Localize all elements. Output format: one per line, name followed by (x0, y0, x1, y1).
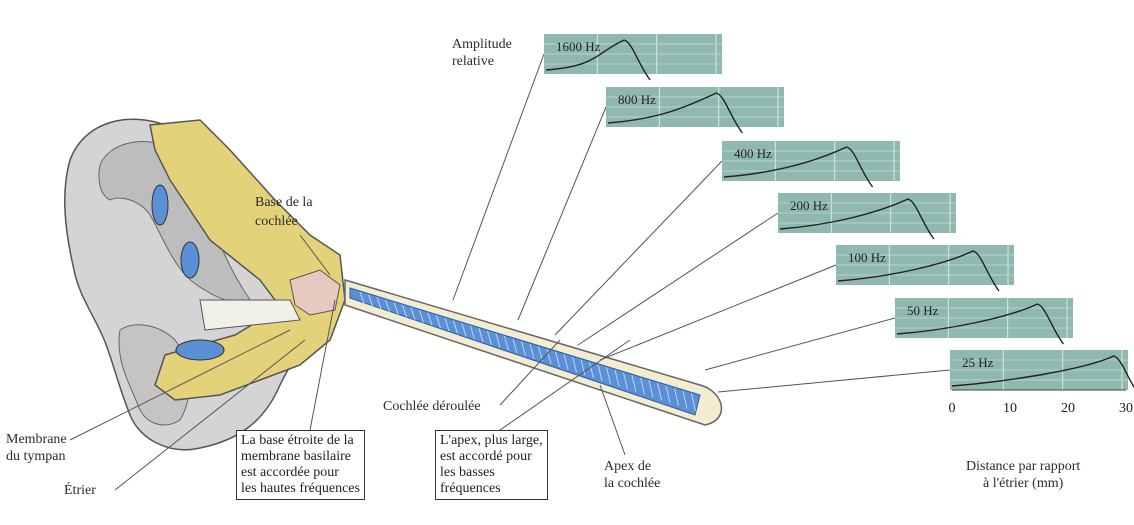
leader-line (600, 265, 836, 360)
frequency-panel: 25 Hz (950, 350, 1134, 396)
eardrum-label: Membrane du tympan (6, 431, 67, 465)
amplitude-label-line: Amplitude (452, 36, 512, 53)
frequency-label: 800 Hz (618, 92, 656, 107)
leader-line (578, 213, 778, 345)
basilar-membrane (350, 288, 700, 415)
wide-box-line: L'apex, plus large, (440, 433, 543, 449)
narrow-box-line: membrane basilaire (241, 449, 360, 465)
narrow-box-line: les hautes fréquences (241, 481, 360, 497)
leader-line (718, 370, 950, 392)
frequency-panel: 50 Hz (895, 298, 1073, 344)
axis-title: Distance par rapport à l'étrier (mm) (966, 458, 1080, 492)
leader-line (453, 54, 544, 300)
narrow-box-line: est accordée pour (241, 465, 360, 481)
apex-label-line: la cochlée (604, 475, 660, 492)
canal-blue-2 (181, 242, 199, 278)
wide-box-line: les basses (440, 465, 543, 481)
amplitude-label: Amplitude relative (452, 36, 512, 70)
axis-tick-label: 20 (1061, 401, 1075, 416)
frequency-label: 200 Hz (790, 198, 828, 213)
apex-label-line: Apex de (604, 458, 660, 475)
unrolled-label-text: Cochlée déroulée (383, 399, 481, 414)
canal-blue-1 (152, 185, 168, 225)
axis-title-line: à l'étrier (mm) (966, 475, 1080, 492)
apex-label: Apex de la cochlée (604, 458, 660, 492)
narrow-base-box: La base étroite de la membrane basilaire… (236, 430, 365, 500)
narrow-box-line: La base étroite de la (241, 433, 360, 449)
distance-axis: 0 10 20 30 (949, 390, 1134, 416)
eardrum-label-line: Membrane (6, 431, 67, 448)
frequency-panel: 400 Hz (722, 141, 900, 187)
unrolled-label: Cochlée déroulée (383, 398, 481, 415)
wide-box-line: fréquences (440, 481, 543, 497)
frequency-label: 100 Hz (848, 250, 886, 265)
frequency-panel: 800 Hz (606, 87, 784, 133)
base-label-line: Base de la (255, 193, 313, 212)
leader-line (518, 107, 606, 320)
axis-tick-label: 30 (1119, 401, 1133, 416)
axis-tick-label: 10 (1003, 401, 1017, 416)
frequency-panel: 100 Hz (836, 245, 1014, 291)
frequency-panels: 1600 Hz 800 Hz 400 Hz 200 Hz 100 Hz 50 Hz 25 H… (544, 34, 1134, 396)
amplitude-label-line: relative (452, 53, 512, 70)
frequency-label: 1600 Hz (556, 39, 601, 54)
frequency-label: 400 Hz (734, 146, 772, 161)
leader-line (705, 318, 895, 370)
frequency-panel: 200 Hz (778, 193, 956, 239)
base-label: Base de la cochlée (255, 193, 313, 231)
stirrup-label-text: Étrier (64, 483, 96, 498)
wide-box-line: est accordé pour (440, 449, 543, 465)
axis-tick-label: 0 (949, 401, 956, 416)
axis-title-line: Distance par rapport (966, 458, 1080, 475)
frequency-label: 25 Hz (962, 355, 994, 370)
eardrum-label-line: du tympan (6, 448, 67, 465)
wide-apex-box: L'apex, plus large, est accordé pour les… (435, 430, 548, 500)
frequency-label: 50 Hz (907, 303, 939, 318)
canal-blue-3 (176, 340, 224, 360)
stirrup-label: Étrier (64, 482, 96, 499)
base-label-line: cochlée (255, 212, 313, 231)
leader-line (555, 161, 722, 335)
frequency-panel: 1600 Hz (544, 34, 722, 80)
